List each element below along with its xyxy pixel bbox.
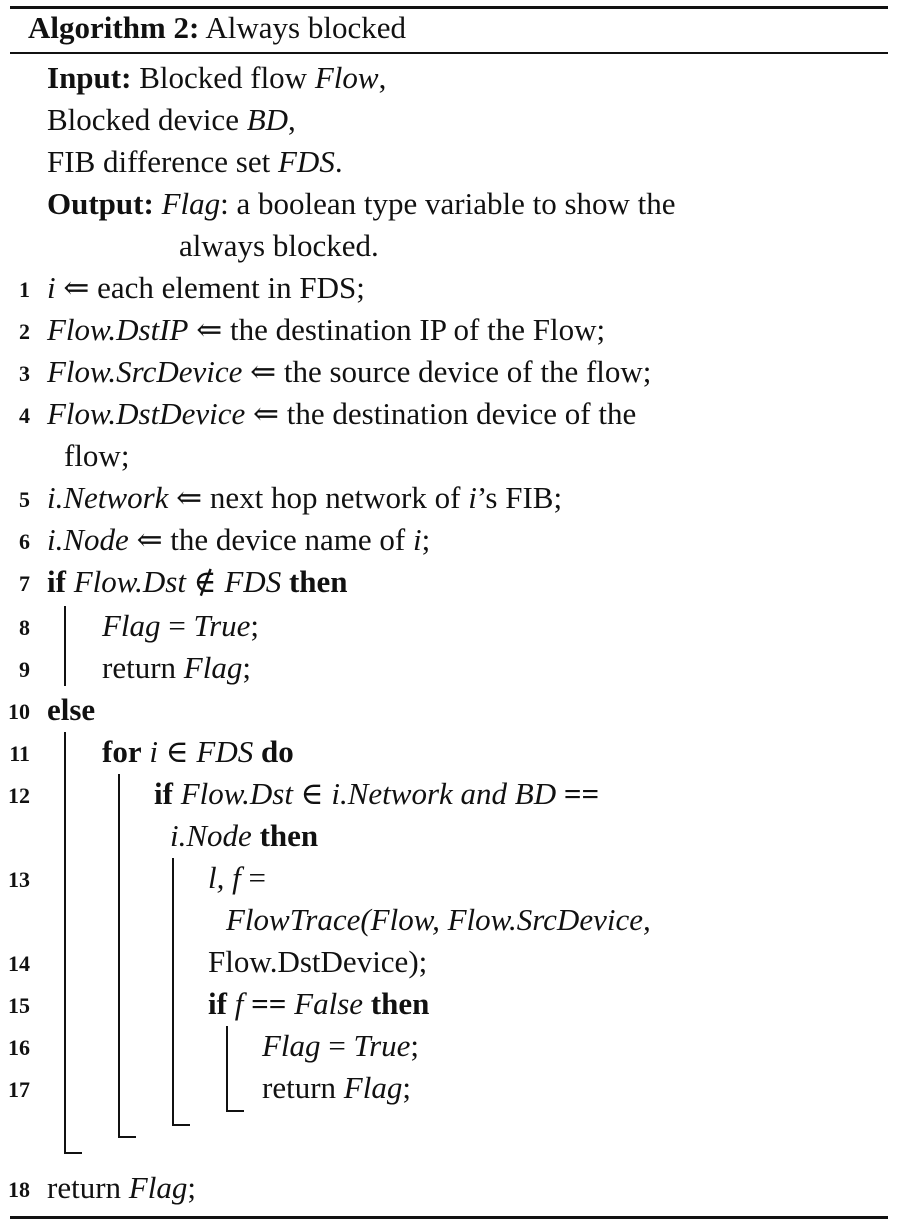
- else-block-bar: [64, 732, 66, 1154]
- code-line-4-cont: flow;: [64, 438, 130, 473]
- code-line-4: Flow.DstDevice ⇐ the destination device …: [47, 396, 637, 431]
- if-block-bar: [64, 606, 66, 686]
- code-line-6: i.Node ⇐ the device name of i;: [47, 522, 431, 557]
- output-line-1: Output: Flag: a boolean type variable to…: [47, 186, 676, 221]
- line-number: 10: [8, 699, 30, 724]
- line-number: 2: [19, 319, 30, 344]
- output-line-2: always blocked.: [179, 228, 379, 263]
- line-number: 8: [19, 615, 30, 640]
- input-label: Input:: [47, 60, 132, 95]
- code-line-17: return Flag;: [262, 1070, 411, 1105]
- line-number: 17: [8, 1077, 30, 1102]
- if-inner-block-end: [172, 1124, 190, 1126]
- code-line-13: l, f =: [208, 860, 266, 895]
- code-line-11: for i ∈ FDS do: [102, 734, 294, 769]
- code-line-7: if Flow.Dst ∉ FDS then: [47, 564, 348, 599]
- input-line-2: Blocked device BD,: [47, 102, 296, 137]
- line-number: 3: [19, 361, 30, 386]
- input-line-1: Input: Blocked flow Flow,: [47, 60, 387, 95]
- line-number: 5: [19, 487, 30, 512]
- line-number: 9: [19, 657, 30, 682]
- for-block-bar: [118, 774, 120, 1138]
- code-line-9: return Flag;: [102, 650, 251, 685]
- code-line-18: return Flag;: [47, 1170, 196, 1205]
- code-line-10: else: [47, 692, 96, 727]
- code-line-12-cont: i.Node then: [170, 818, 319, 853]
- line-number: 4: [19, 403, 30, 428]
- code-line-3: Flow.SrcDevice ⇐ the source device of th…: [47, 354, 652, 389]
- code-line-12: if Flow.Dst ∈ i.Network and BD ==: [154, 776, 600, 811]
- input-line-3: FIB difference set FDS.: [47, 144, 343, 179]
- if-f-block-bar: [226, 1026, 228, 1112]
- code-line-14: Flow.DstDevice);: [208, 944, 428, 979]
- line-number: 7: [19, 571, 30, 596]
- code-line-1: i ⇐ each element in FDS;: [47, 270, 365, 305]
- code-line-8: Flag = True;: [102, 608, 260, 643]
- code-line-2: Flow.DstIP ⇐ the destination IP of the F…: [47, 312, 606, 347]
- code-line-5: i.Network ⇐ next hop network of i’s FIB;: [47, 480, 563, 515]
- algorithm-header: Algorithm 2: Always blocked: [28, 10, 406, 46]
- line-number: 11: [9, 741, 30, 766]
- code-line-15: if f == False then: [208, 986, 430, 1021]
- output-label: Output:: [47, 186, 154, 221]
- line-number: 13: [8, 867, 30, 892]
- if-f-block-end: [226, 1110, 244, 1112]
- code-line-16: Flag = True;: [262, 1028, 420, 1063]
- bottom-rule: [10, 1216, 888, 1219]
- top-rule: [10, 6, 888, 9]
- header-rule: [10, 52, 888, 54]
- else-block-end: [64, 1152, 82, 1154]
- if-inner-block-bar: [172, 858, 174, 1126]
- line-number: 12: [8, 783, 30, 808]
- line-number: 15: [8, 993, 30, 1018]
- line-number: 16: [8, 1035, 30, 1060]
- code-line-13-cont: FlowTrace(Flow, Flow.SrcDevice,: [226, 902, 651, 937]
- algorithm-label: Algorithm 2:: [28, 10, 200, 45]
- line-number: 1: [19, 277, 30, 302]
- line-number: 18: [8, 1177, 30, 1202]
- for-block-end: [118, 1136, 136, 1138]
- line-number: 6: [19, 529, 30, 554]
- line-number: 14: [8, 951, 30, 976]
- algorithm-title: Always blocked: [205, 10, 406, 45]
